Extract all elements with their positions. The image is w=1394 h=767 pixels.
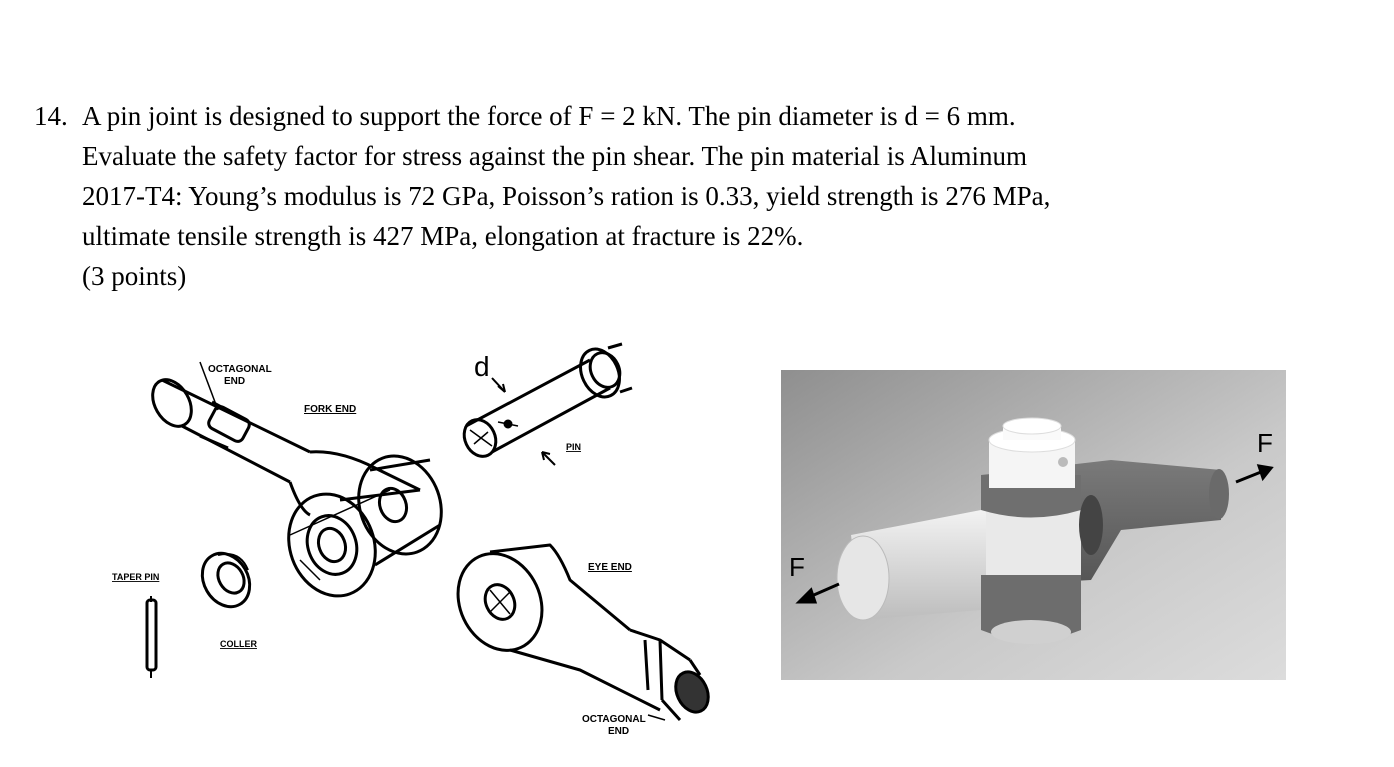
octagonal-end-label-top-2: END bbox=[224, 376, 245, 387]
d-label: d bbox=[474, 351, 490, 382]
fork-end-part bbox=[151, 378, 443, 598]
question-number: 14. bbox=[34, 101, 68, 131]
question-line: ultimate tensile strength is 427 MPa, el… bbox=[82, 221, 804, 251]
eye-end-part bbox=[456, 543, 710, 722]
octagonal-end-label-top: OCTAGONAL bbox=[208, 364, 272, 375]
taper-pin-label: TAPER PIN bbox=[112, 572, 159, 582]
question-row: 14. A pin joint is designed to support t… bbox=[34, 96, 1334, 296]
octagonal-end-label-bottom: OCTAGONAL bbox=[582, 714, 646, 725]
question-line: Evaluate the safety factor for stress ag… bbox=[82, 141, 1027, 171]
question-line: A pin joint is designed to support the f… bbox=[82, 101, 1016, 131]
fork-end-label: FORK END bbox=[304, 404, 356, 415]
question-text: A pin joint is designed to support the f… bbox=[82, 96, 1050, 296]
question-line: 2017-T4: Young’s modulus is 72 GPa, Pois… bbox=[82, 181, 1051, 211]
question-points: (3 points) bbox=[82, 261, 187, 291]
force-label-right: F bbox=[1257, 428, 1273, 458]
knuckle-joint-drawing: OCTAGONAL END FORK END d PIN TAPER PIN C… bbox=[112, 342, 710, 737]
collar-part bbox=[200, 551, 252, 609]
force-arrows bbox=[795, 464, 1274, 604]
knuckle-joint-render: F F bbox=[781, 370, 1286, 680]
pin-part bbox=[462, 342, 633, 466]
coller-label: COLLER bbox=[220, 639, 257, 649]
force-label-left: F bbox=[789, 552, 805, 582]
pin-label: PIN bbox=[566, 442, 581, 452]
arrow-right-icon bbox=[1256, 464, 1274, 482]
arrow-left-icon bbox=[795, 587, 818, 604]
taper-pin-part bbox=[145, 596, 158, 678]
eye-end-label: EYE END bbox=[588, 562, 632, 573]
octagonal-end-label-bottom-2: END bbox=[608, 726, 629, 737]
question-block: 14. A pin joint is designed to support t… bbox=[34, 96, 1334, 296]
